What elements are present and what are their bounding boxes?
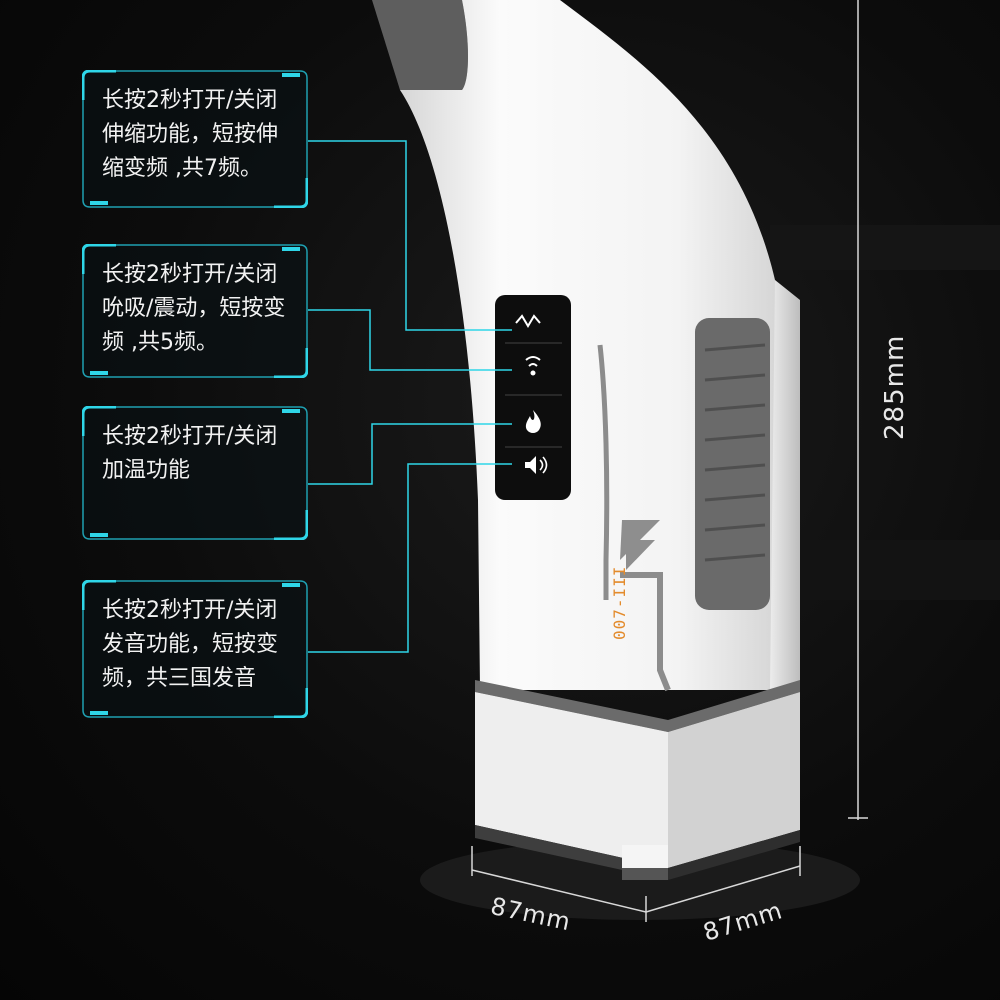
callout-heating: 长按2秒打开/关闭 加温功能 (82, 406, 308, 540)
callout-voice: 长按2秒打开/关闭 发音功能，短按变 频，共三国发音 (82, 580, 308, 718)
callout-text: 长按2秒打开/关闭 伸缩功能，短按伸 缩变频 ,共7频。 (102, 88, 279, 181)
callout-frame (82, 70, 308, 208)
device-head-dark (372, 0, 468, 90)
height-dimension-line (848, 0, 868, 820)
callout-suction-vibration: 长按2秒打开/关闭 吮吸/震动，短按变 频 ,共5频。 (82, 244, 308, 378)
background-shelf (770, 225, 1000, 270)
callout-text: 长按2秒打开/关闭 吮吸/震动，短按变 频 ,共5频。 (102, 262, 286, 355)
callout-text: 长按2秒打开/关闭 发音功能，短按变 频，共三国发音 (102, 598, 279, 691)
callout-text: 长按2秒打开/关闭 加温功能 (102, 424, 278, 483)
callout-telescopic-function: 长按2秒打开/关闭 伸缩功能，短按伸 缩变频 ,共7频。 (82, 70, 308, 208)
callout-frame (82, 406, 308, 540)
width-dimension-lines (471, 846, 801, 922)
vent-grille (695, 318, 770, 610)
background-shelf (800, 540, 1000, 600)
callout-frame (82, 580, 308, 718)
control-panel (495, 295, 571, 500)
height-dimension-label: 285mm (880, 334, 910, 440)
model-label: 007-III (610, 565, 629, 640)
callout-frame (82, 244, 308, 378)
connector-lines (308, 140, 512, 653)
